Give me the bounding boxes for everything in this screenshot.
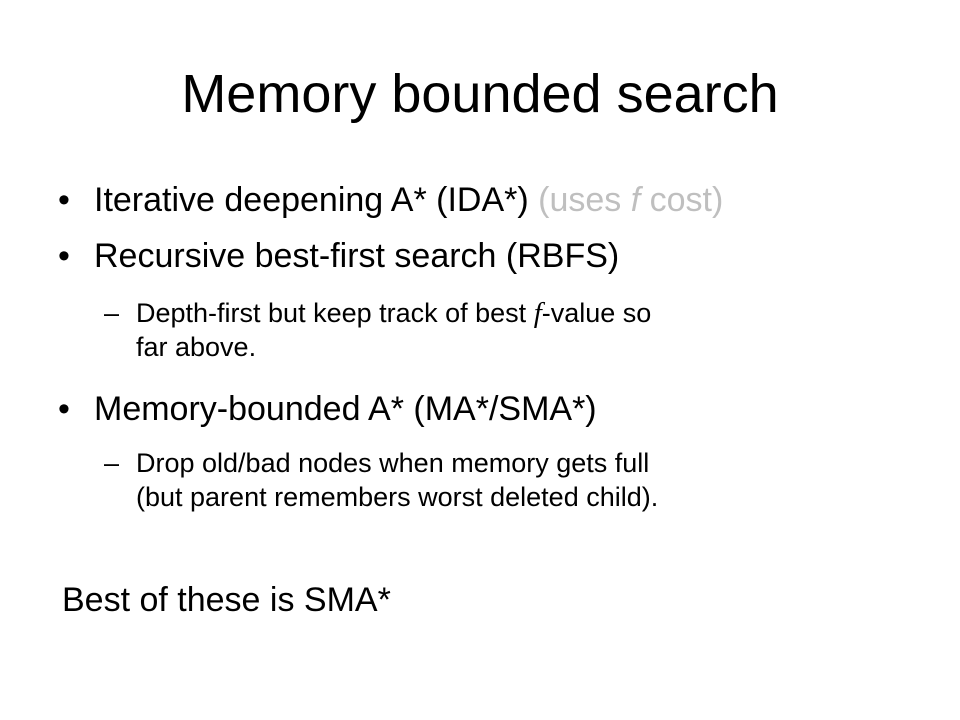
sub-text-before: Depth-first but keep track of best (136, 298, 534, 328)
note-open: (uses (538, 181, 631, 219)
note-close: cost) (640, 181, 724, 219)
bullet-text: Iterative deepening A* (IDA*) (uses f co… (94, 180, 723, 220)
bullet-main-text: Iterative deepening A* (IDA*) (94, 181, 539, 219)
sub-text-italic-f: f (533, 297, 542, 329)
conclusion-text: Best of these is SMA* (62, 581, 391, 619)
sub-bullet-dash: – (104, 448, 120, 478)
bullet-text: Memory-bounded A* (MA*/SMA*) (94, 390, 597, 428)
bullet-dot: • (58, 181, 70, 219)
bullet-dot: • (58, 390, 70, 428)
bullet-text: Recursive best-first search (RBFS) (94, 237, 620, 275)
slide-title: Memory bounded search (181, 64, 779, 124)
note-italic-f: f (630, 181, 641, 219)
sub-bullet-text: Drop old/bad nodes when memory gets full… (136, 448, 659, 512)
sub-bullet-dash: – (104, 298, 120, 328)
sub-bullet-text: Depth-first but keep track of best f-val… (136, 296, 866, 364)
bullet-note: (uses f cost) (538, 181, 723, 219)
bullet-dot: • (58, 237, 70, 275)
sub-text-after: -value so far above. (136, 298, 652, 362)
